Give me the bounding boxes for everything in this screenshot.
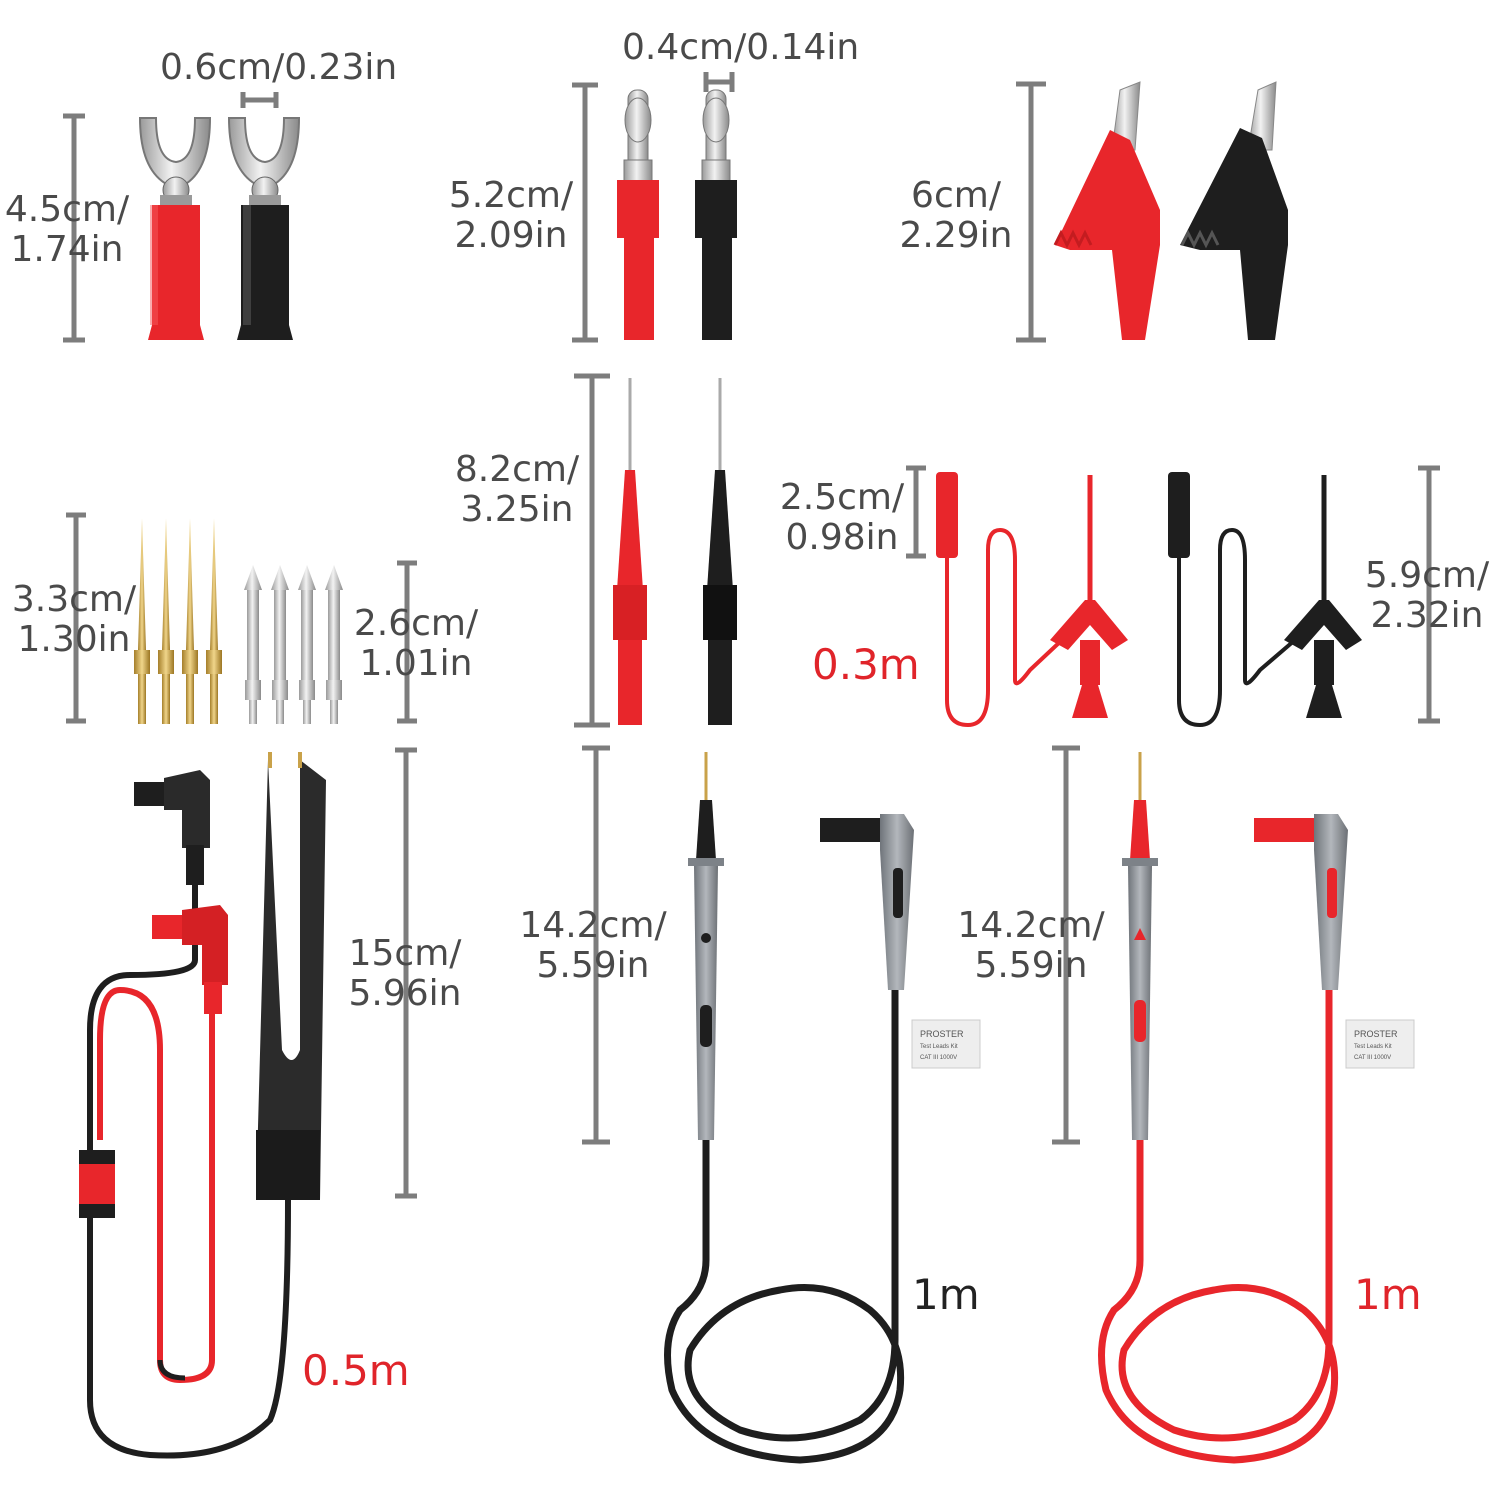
hook-cable-length: 0.3m xyxy=(812,640,920,689)
probe-black-cable-length: 1m xyxy=(912,1270,980,1319)
back-probe-height-line1: 8.2cm/ xyxy=(454,449,580,490)
probe-black-height-line1: 14.2cm/ xyxy=(519,905,667,946)
probe-lead-red xyxy=(1098,752,1348,1464)
spade-height-label: 4.5cm/ 1.74in xyxy=(2,190,132,270)
tag-red-line2: Test Leads Kit xyxy=(1354,1044,1392,1050)
silver-pin-height-label: 2.6cm/ 1.01in xyxy=(352,604,480,684)
smd-tweezer-lead xyxy=(79,752,326,1459)
label-tag-black: PROSTER Test Leads Kit CAT III 1000V xyxy=(911,1019,981,1069)
banana-height-label: 5.2cm/ 2.09in xyxy=(446,176,576,256)
probe-black-height-line2: 5.59in xyxy=(536,945,650,986)
silver-pins xyxy=(244,565,343,724)
alligator-clip-red xyxy=(1053,81,1160,340)
hook-height-line2: 2.32in xyxy=(1370,595,1484,636)
spade-width-label: 0.6cm/0.23in xyxy=(160,47,398,88)
hook-socket-height-line1: 2.5cm/ xyxy=(779,477,905,518)
alligator-height-line2: 2.29in xyxy=(899,215,1013,256)
tweezer-cable-length: 0.5m xyxy=(302,1346,410,1395)
hook-height-label: 5.9cm/ 2.32in xyxy=(1362,556,1492,636)
back-probe-height-label: 8.2cm/ 3.25in xyxy=(452,450,582,530)
spade-height-line2: 1.74in xyxy=(10,229,124,270)
tag-red-line3: CAT III 1000V xyxy=(1354,1055,1391,1061)
tag-black-line3: CAT III 1000V xyxy=(920,1055,957,1061)
silver-pin-height-line1: 2.6cm/ xyxy=(353,603,479,644)
probe-red-height-line2: 5.59in xyxy=(974,945,1088,986)
back-probe-red xyxy=(613,378,647,725)
hook-socket-height-line2: 0.98in xyxy=(785,517,899,558)
label-tag-red: PROSTER Test Leads Kit CAT III 1000V xyxy=(1345,1019,1415,1069)
tweezer-height-label: 15cm/ 5.96in xyxy=(342,934,468,1014)
alligator-height-label: 6cm/ 2.29in xyxy=(895,176,1017,256)
gold-pin-height-line2: 1.30in xyxy=(17,619,131,660)
tag-red-brand: PROSTER xyxy=(1354,1029,1398,1039)
back-probe-height-line2: 3.25in xyxy=(460,489,574,530)
dimension-lines xyxy=(63,72,1440,1199)
gold-pins xyxy=(134,518,222,724)
probe-red-height-line1: 14.2cm/ xyxy=(957,905,1105,946)
alligator-height-line1: 6cm/ xyxy=(911,175,1001,216)
probe-red-height-label: 14.2cm/ 5.59in xyxy=(956,906,1106,986)
hook-clip-black xyxy=(1168,472,1362,728)
tag-black-brand: PROSTER xyxy=(920,1029,964,1039)
gold-pin-height-line1: 3.3cm/ xyxy=(11,579,137,620)
hook-clip-red xyxy=(936,472,1128,728)
banana-height-line1: 5.2cm/ xyxy=(448,175,574,216)
banana-plug-black xyxy=(695,89,737,340)
back-probe-black xyxy=(703,378,737,725)
banana-height-line2: 2.09in xyxy=(454,215,568,256)
gold-pin-height-label: 3.3cm/ 1.30in xyxy=(10,580,138,660)
hook-socket-height-label: 2.5cm/ 0.98in xyxy=(778,478,906,558)
spade-terminal-red xyxy=(138,117,212,340)
spade-height-line1: 4.5cm/ xyxy=(4,189,130,230)
banana-plug-red xyxy=(617,89,659,340)
tweezer-height-line2: 5.96in xyxy=(348,973,462,1014)
probe-lead-black xyxy=(664,752,914,1464)
probe-red-cable-length: 1m xyxy=(1354,1270,1422,1319)
probe-black-height-label: 14.2cm/ 5.59in xyxy=(518,906,668,986)
hook-height-line1: 5.9cm/ xyxy=(1364,555,1490,596)
banana-width-label: 0.4cm/0.14in xyxy=(622,27,860,68)
tweezer-height-line1: 15cm/ xyxy=(348,933,462,974)
tag-black-line2: Test Leads Kit xyxy=(920,1044,958,1050)
spade-terminal-black xyxy=(227,117,301,340)
silver-pin-height-line2: 1.01in xyxy=(359,643,473,684)
alligator-clip-black xyxy=(1180,81,1288,340)
